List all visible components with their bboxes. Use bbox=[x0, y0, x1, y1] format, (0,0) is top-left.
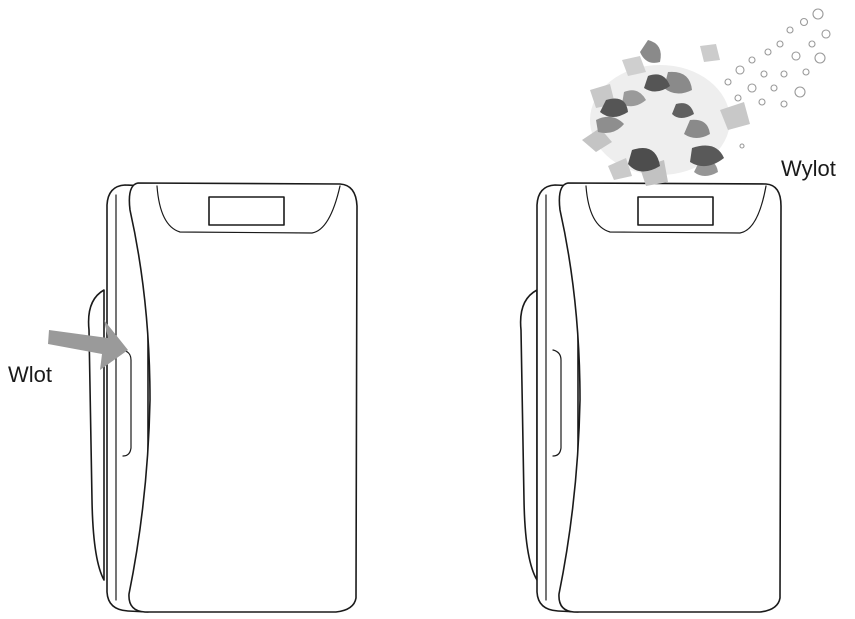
particle-bubble bbox=[780, 70, 788, 78]
purifier-inlet-unit bbox=[48, 182, 358, 613]
purifier-outlet-unit bbox=[519, 182, 782, 613]
particle-bubble bbox=[724, 78, 732, 86]
particle-bubble bbox=[776, 40, 784, 48]
particle-bubble bbox=[812, 8, 824, 20]
particle-leaf-dark bbox=[644, 74, 670, 92]
particle-leaf bbox=[640, 40, 661, 63]
particle-leaf bbox=[622, 90, 646, 107]
particle-bubble bbox=[739, 143, 745, 149]
particle-bubble bbox=[808, 40, 816, 48]
inlet-arrow-shape bbox=[48, 320, 128, 370]
particle-flake bbox=[700, 44, 720, 62]
particle-flake bbox=[622, 56, 646, 76]
purifier-right-back-body bbox=[536, 184, 579, 613]
particle-bubble bbox=[799, 17, 809, 27]
particle-flake bbox=[582, 128, 612, 152]
particle-leaf-dark bbox=[600, 98, 628, 117]
particle-leaf-dark bbox=[672, 103, 694, 118]
inlet-label: Wlot bbox=[8, 362, 52, 387]
purifier-right-display bbox=[637, 196, 714, 226]
particle-bubble bbox=[802, 68, 810, 76]
particle-bubble bbox=[821, 29, 831, 39]
particle-leaf-dark bbox=[690, 145, 724, 167]
particle-flake bbox=[720, 102, 750, 130]
air-inlet-arrow-icon bbox=[48, 320, 128, 370]
purifier-left-front-panel bbox=[128, 182, 358, 613]
purifier-left-handle bbox=[122, 349, 132, 457]
particle-bubble bbox=[747, 83, 757, 93]
particle-bubble bbox=[758, 98, 766, 106]
purifier-left-side-panel bbox=[87, 289, 105, 581]
purifier-left-back-body bbox=[106, 184, 149, 613]
particle-leaf-dark bbox=[628, 148, 660, 172]
particle-bubble bbox=[794, 86, 806, 98]
outlet-label: Wylot bbox=[781, 156, 836, 181]
purifier-right-side-panel bbox=[519, 289, 538, 581]
particle-bubble bbox=[780, 100, 788, 108]
purifier-left-display bbox=[208, 196, 285, 226]
particle-flake bbox=[608, 158, 632, 180]
particle-bubble bbox=[791, 51, 801, 61]
purifier-right-top-recess bbox=[585, 185, 767, 234]
particle-leaf bbox=[684, 119, 710, 138]
purifier-left-top-recess bbox=[156, 185, 341, 234]
purifier-right-front-panel bbox=[558, 182, 782, 613]
particle-leaf bbox=[664, 71, 692, 94]
particle-bubble bbox=[734, 94, 742, 102]
particle-bubble bbox=[814, 52, 826, 64]
particle-leaf bbox=[596, 116, 624, 133]
particle-bubble bbox=[760, 70, 768, 78]
particle-bubble bbox=[748, 56, 756, 64]
particle-bubble bbox=[786, 26, 794, 34]
purifier-right-handle bbox=[552, 349, 562, 457]
particle-bubble bbox=[735, 65, 745, 75]
particle-bubble bbox=[770, 84, 778, 92]
particle-bubble bbox=[764, 48, 772, 56]
air-particles-icon bbox=[582, 8, 831, 186]
